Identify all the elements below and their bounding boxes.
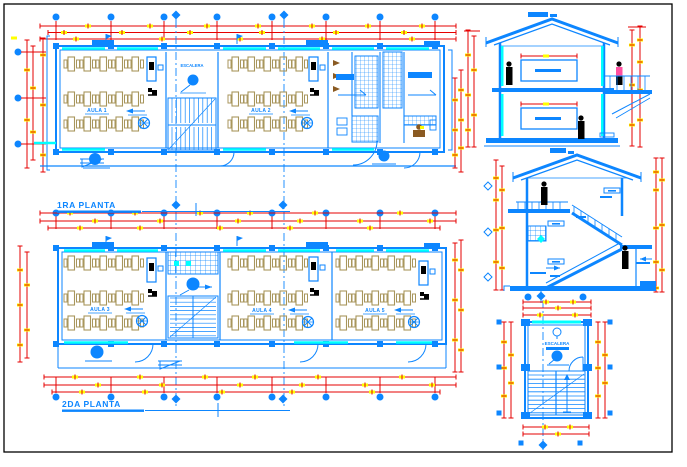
right-dimension-floor1 xyxy=(452,69,464,173)
room-label-aula4: AULA 4 xyxy=(252,308,272,314)
sheet-frame xyxy=(3,3,673,453)
stair-detail-label: ESCALERA xyxy=(545,341,571,346)
building-cross-section xyxy=(464,12,652,148)
room-label-escalera-f1: ESCALERA xyxy=(180,63,203,68)
floor2-title-text: 2DA PLANTA xyxy=(62,399,121,409)
top-dimension-strip xyxy=(39,10,457,42)
floor1-title: 1RA PLANTA xyxy=(57,200,290,216)
floor1-title-text: 1RA PLANTA xyxy=(57,200,116,210)
floor2-plan: AULA 3 AULA 4 AULA 5 xyxy=(53,236,447,370)
bottom-dimension-strip xyxy=(43,374,457,404)
floor1-bathrooms xyxy=(219,51,437,169)
left-dimension-strip-floor1 xyxy=(11,35,50,173)
stair-cross-section xyxy=(483,148,665,293)
stair-plan-detail: ESCALERA xyxy=(496,289,613,450)
mid-dimension-strip xyxy=(39,200,457,231)
room-label-aula2: AULA 2 xyxy=(251,108,271,114)
room-label-aula5: AULA 5 xyxy=(365,308,385,314)
room-label-aula1: AULA 1 xyxy=(87,108,107,114)
floor2-title: 2DA PLANTA xyxy=(62,399,290,417)
left-dimension-strip-floor2 xyxy=(17,245,30,363)
floor1-plan: AULA 1 ESCALERA AULA 2 xyxy=(34,34,456,169)
room-label-aula3: AULA 3 xyxy=(90,307,110,313)
right-dimension-floor2 xyxy=(452,239,464,373)
